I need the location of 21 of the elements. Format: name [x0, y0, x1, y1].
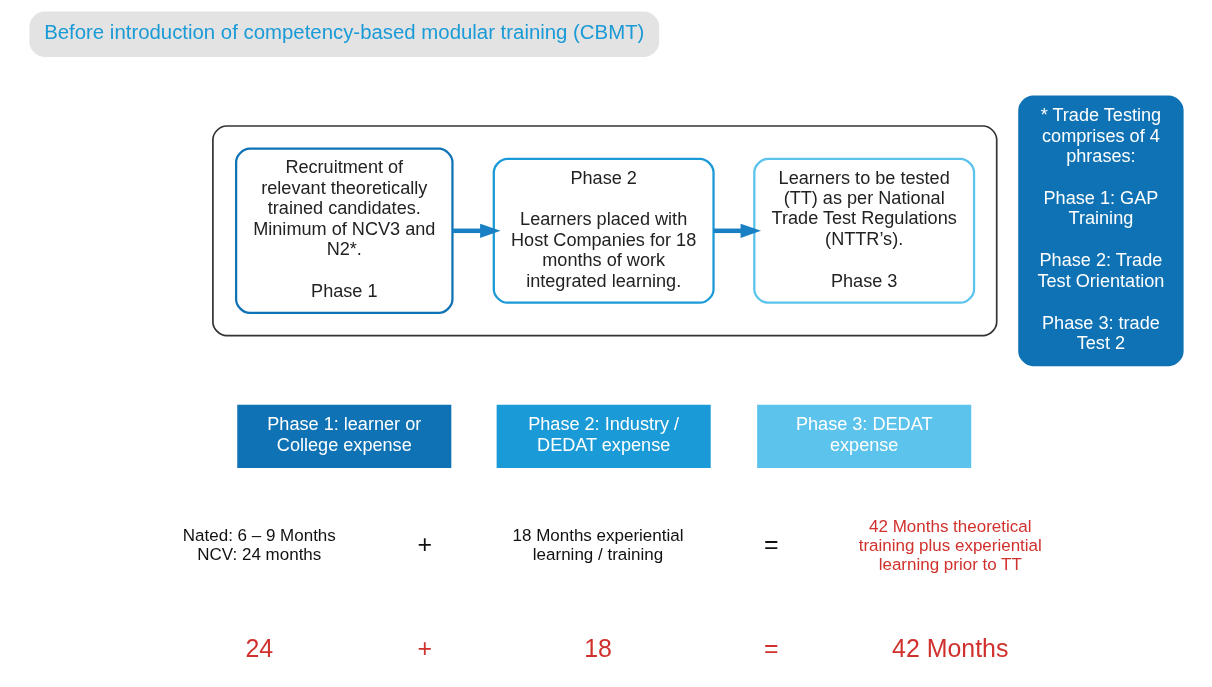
- label: Nated: 6 – 9 Months NCV: 24 months: [182, 526, 336, 565]
- label: =: [763, 633, 779, 662]
- label: 42 Months theoretical training plus experiential learning prior to TT: [858, 516, 1042, 575]
- label: 18: [583, 633, 612, 662]
- arrow: [713, 223, 761, 238]
- node-box: Phase 2 Learners placed with Host Companies for 18 months of work integrated learning.: [492, 157, 715, 304]
- label: 24: [244, 633, 273, 662]
- node-box: Phase 2: Industry / DEDAT expense: [496, 404, 711, 469]
- arrow: [452, 223, 501, 238]
- node-box: Phase 1: learner or College expense: [236, 404, 451, 469]
- node-box: Before introduction of competency-based modular training (CBMT): [28, 11, 659, 57]
- label: +: [416, 530, 432, 559]
- cluster: [211, 125, 998, 337]
- node-box: Recruitment of relevant theoretically trained candidates. Minimum of NCV3 and N2*. Phase 1: [234, 147, 454, 315]
- label: +: [416, 633, 432, 662]
- label: 18 Months experiential learning / training: [512, 526, 683, 565]
- node-box: * Trade Testing comprises of 4 phrases: Phase 1: GAP Training Phase 2: Trade Test Orientation Phase 3: trade Test 2: [1017, 95, 1184, 367]
- node-box: Learners to be tested (TT) as per National Trade Test Regulations (NTTR’s). Phase 3: [752, 157, 975, 304]
- node-box: Phase 3: DEDAT expense: [756, 404, 971, 469]
- label: 42 Months: [891, 633, 1008, 662]
- label: =: [763, 530, 779, 559]
